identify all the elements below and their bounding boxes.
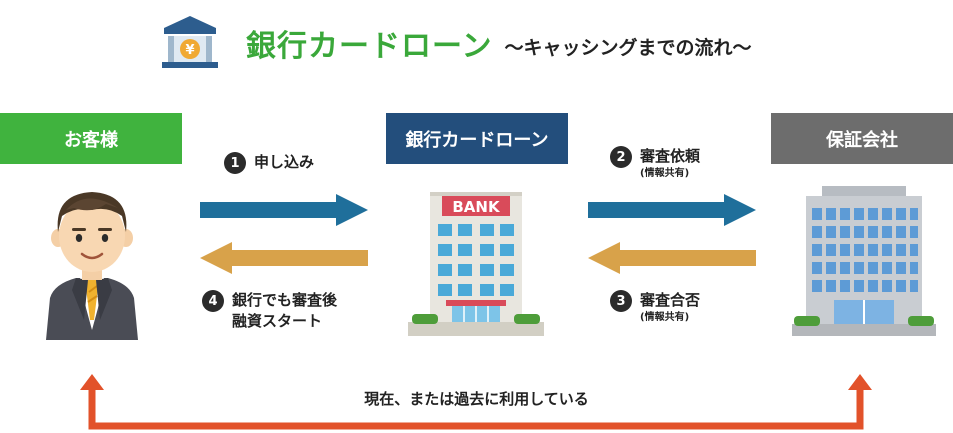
step-number: 4	[202, 290, 224, 312]
step-number: 3	[610, 290, 632, 312]
bank-yen-icon: ¥	[162, 16, 218, 68]
bank-sign-text: BANK	[452, 198, 501, 216]
step-note: (情報共有)	[640, 312, 690, 323]
step-number: 1	[224, 152, 246, 174]
arrow-customer-to-bank	[200, 194, 368, 226]
relationship-note: 現在、または過去に利用している	[364, 390, 589, 408]
header: ¥ 銀行カードローン 〜キャッシングまでの流れ〜	[160, 10, 752, 76]
page-title: 銀行カードローン	[246, 29, 493, 64]
step-3: 3 審査合否 (情報共有)	[610, 290, 700, 325]
arrow-bank-to-guarantor	[588, 194, 756, 226]
bank-box: 銀行カードローン	[386, 113, 568, 164]
customer-illustration	[46, 192, 138, 340]
guarantor-box: 保証会社	[771, 113, 953, 164]
step-text-line1: 銀行でも審査後	[232, 291, 338, 309]
step-2: 2 審査依頼 (情報共有)	[610, 146, 700, 181]
arrow-bank-to-customer	[200, 242, 368, 274]
step-4: 4 銀行でも審査後 融資スタート	[202, 290, 337, 332]
customer-box: お客様	[0, 113, 182, 164]
step-1: 1 申し込み	[224, 152, 314, 174]
step-text: 審査依頼	[640, 147, 701, 165]
step-note: (情報共有)	[640, 168, 690, 179]
guarantor-building-illustration	[792, 186, 936, 336]
page-subtitle: 〜キャッシングまでの流れ〜	[504, 36, 752, 59]
step-text: 申し込み	[254, 153, 315, 171]
yen-symbol: ¥	[185, 43, 194, 58]
arrow-guarantor-to-bank	[588, 242, 756, 274]
bank-building-illustration: BANK	[408, 192, 544, 336]
step-text: 審査合否	[640, 291, 701, 309]
step-number: 2	[610, 146, 632, 168]
customer-guarantor-connector-arrow	[80, 374, 872, 430]
step-text-line2: 融資スタート	[232, 312, 323, 330]
